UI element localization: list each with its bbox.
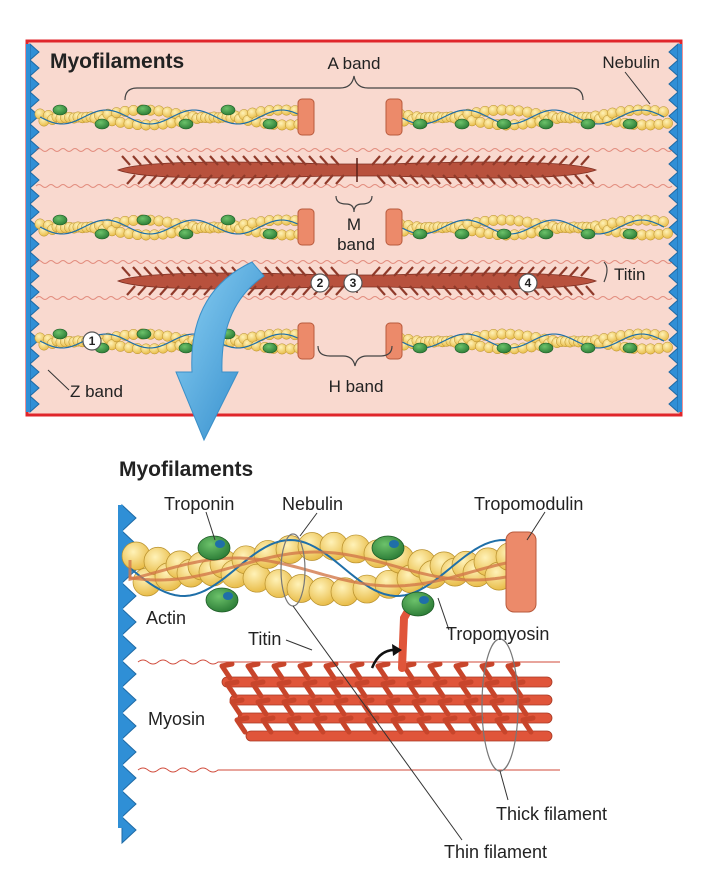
- marker-1-label: 1: [89, 334, 96, 348]
- leader-lines: [205, 511, 546, 841]
- actin-label: Actin: [146, 608, 186, 628]
- a-band-label: A band: [328, 54, 381, 73]
- top-panel-title: Myofilaments: [50, 50, 184, 73]
- h-band-label: H band: [329, 377, 384, 396]
- bottom-panel-title: Myofilaments: [119, 458, 253, 481]
- marker-3-label: 3: [350, 276, 357, 290]
- z-band-label: Z band: [70, 382, 123, 401]
- thin-filament-row-1: [34, 98, 673, 136]
- marker-1: 1: [82, 331, 102, 351]
- tropomodulin-label: Tropomodulin: [474, 494, 583, 514]
- bottom-panel: Myofilaments Troponin Nebulin: [118, 458, 607, 862]
- titin-brace: [603, 261, 608, 283]
- thick-filament-detail: [219, 600, 553, 742]
- marker-3: 3: [343, 273, 363, 293]
- a-band-brace: [124, 75, 584, 101]
- myosin-label: Myosin: [148, 709, 205, 729]
- zoom-arrow: [175, 261, 265, 442]
- marker-2: 2: [310, 273, 330, 293]
- thin-filament-row-3: [34, 322, 673, 360]
- m-band-brace: [335, 195, 373, 213]
- titin-label-detail: Titin: [248, 629, 281, 649]
- titin-label-top: Titin: [614, 265, 646, 284]
- thin-filament-detail: [121, 531, 537, 617]
- tropomyosin-label: Tropomyosin: [446, 624, 549, 644]
- marker-4-label: 4: [525, 276, 532, 290]
- nebulin-pointer: [624, 71, 651, 105]
- titin-detail: [137, 659, 560, 773]
- power-stroke-arrowhead: [392, 644, 402, 656]
- marker-2-label: 2: [317, 276, 324, 290]
- troponin-label: Troponin: [164, 494, 234, 514]
- top-panel: 1 2 3 4 Myofilaments A band Nebulin M ba…: [25, 39, 683, 417]
- thin-filament-row-2: [34, 208, 673, 246]
- m-band-label-line2: band: [337, 235, 375, 254]
- nebulin-label-detail: Nebulin: [282, 494, 343, 514]
- z-band-pointer: [47, 369, 70, 391]
- marker-4: 4: [518, 273, 538, 293]
- m-band-label-line1: M: [347, 215, 361, 234]
- z-disc-left: [26, 42, 40, 414]
- h-band-brace: [317, 345, 393, 367]
- thick-filament-1: [116, 155, 598, 185]
- thin-filament-label: Thin filament: [444, 842, 547, 862]
- thick-filament-label: Thick filament: [496, 804, 607, 824]
- z-disc-right: [668, 42, 682, 414]
- nebulin-label-top: Nebulin: [602, 53, 660, 72]
- titin-strands: [35, 148, 673, 300]
